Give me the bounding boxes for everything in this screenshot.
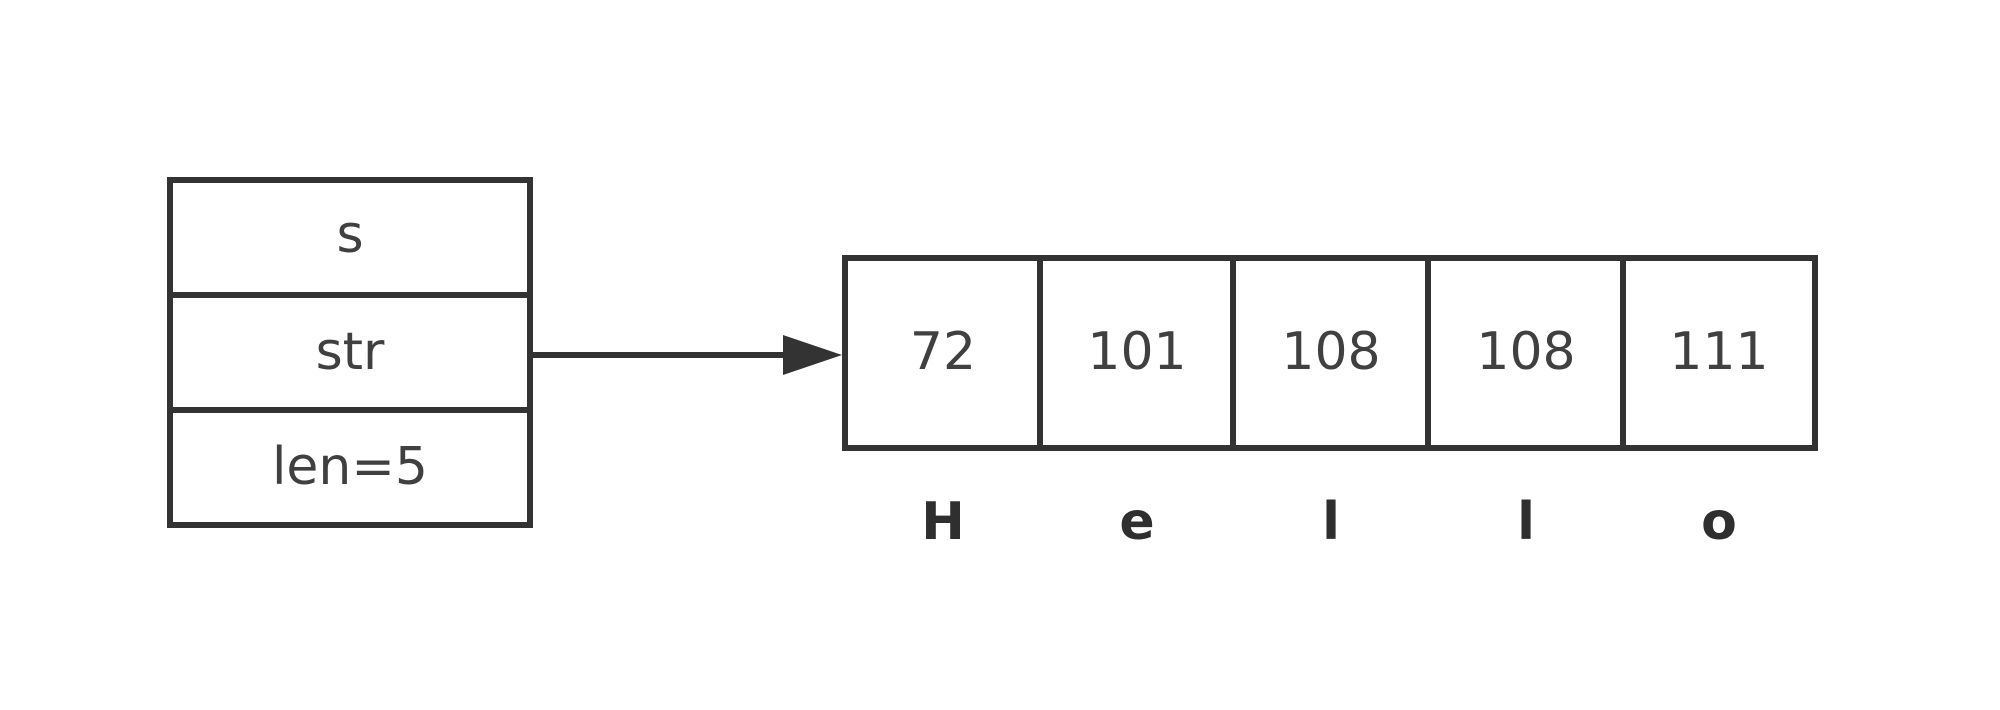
pointer-arrow <box>530 335 842 375</box>
byte-array-outline <box>842 255 1818 451</box>
struct-field-len: len=5 <box>272 437 428 497</box>
byte-cell-1: 101 <box>1087 322 1186 382</box>
char-label-1: e <box>1119 492 1154 552</box>
struct-field-str: str <box>316 322 385 382</box>
byte-cell-4: 111 <box>1669 322 1768 382</box>
pointer-arrow-head <box>783 335 842 375</box>
char-label-4: o <box>1701 492 1737 552</box>
struct-box: s str len=5 <box>167 177 533 528</box>
byte-cell-2: 108 <box>1281 322 1380 382</box>
byte-cell-3: 108 <box>1476 322 1575 382</box>
char-label-3: l <box>1517 492 1535 552</box>
char-labels: H e l l o <box>921 492 1737 552</box>
struct-field-s: s <box>336 205 363 265</box>
char-label-2: l <box>1322 492 1340 552</box>
byte-array: 72 101 108 108 111 <box>842 255 1818 451</box>
char-label-0: H <box>921 492 965 552</box>
byte-cell-0: 72 <box>910 322 976 382</box>
struct-box-outline <box>167 177 533 528</box>
